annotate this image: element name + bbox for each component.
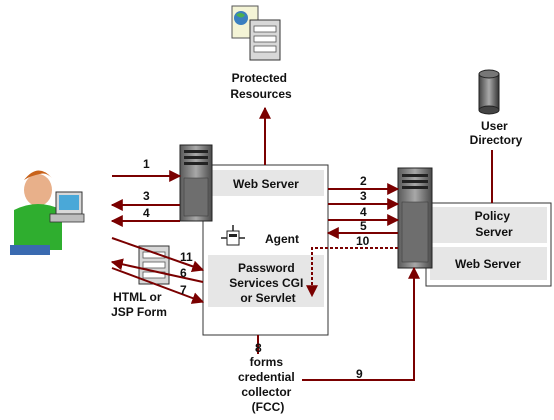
html-form-label-1: HTML or bbox=[113, 290, 162, 304]
policy-server-label-1: Policy bbox=[475, 209, 511, 223]
web-server-label-right: Web Server bbox=[455, 257, 521, 271]
step-5-label: 5 bbox=[360, 219, 367, 233]
step-8-label: 8 bbox=[255, 341, 262, 355]
protected-resources-label-1: Protected bbox=[232, 71, 287, 85]
svg-text:Password Services CGI: Password Services CGI or Servlet bbox=[229, 261, 306, 305]
arrow-step-6 bbox=[110, 258, 204, 283]
fcc-label-2: credential bbox=[238, 370, 295, 384]
svg-text:HTML or JSP Form: HTML or JSP Form bbox=[111, 290, 167, 319]
step-3-left-label: 3 bbox=[143, 189, 150, 203]
agent-icon bbox=[221, 225, 245, 246]
fcc-label-3: collector bbox=[241, 385, 291, 399]
step-4-left-label: 4 bbox=[143, 206, 150, 220]
step-4-right-label: 4 bbox=[360, 205, 367, 219]
svg-text:Policy Server: Policy Server bbox=[475, 209, 514, 239]
arrow-step-9 bbox=[302, 266, 420, 381]
password-services-label-1: Password bbox=[238, 261, 295, 275]
html-form-icon bbox=[138, 245, 170, 285]
web-server-tower-left bbox=[179, 144, 213, 222]
step-numbers: 1 3 4 2 3 4 5 10 11 6 7 8 9 bbox=[143, 157, 370, 381]
password-services-label-2: Services CGI bbox=[229, 276, 303, 290]
user-directory-label-1: User bbox=[481, 119, 508, 133]
step-6-label: 6 bbox=[180, 266, 187, 280]
svg-text:forms credential colle: forms credential collector (FCC) bbox=[238, 355, 298, 414]
user-at-computer-icon bbox=[10, 170, 85, 255]
protected-resources-icon bbox=[231, 5, 281, 61]
step-2-label: 2 bbox=[360, 174, 367, 188]
policy-server-tower bbox=[397, 167, 433, 269]
fcc-label-1: forms bbox=[250, 355, 284, 369]
web-server-label-left: Web Server bbox=[233, 177, 299, 191]
step-1-label: 1 bbox=[143, 157, 150, 171]
svg-text:User Directory: User Directory bbox=[470, 119, 523, 147]
arrow-step-11 bbox=[111, 237, 205, 273]
policy-server-panel bbox=[425, 202, 552, 287]
protected-resources-label-2: Resources bbox=[230, 87, 292, 101]
user-directory-label-2: Directory bbox=[470, 133, 523, 147]
flow-arrows bbox=[110, 106, 493, 381]
step-7-label: 7 bbox=[180, 283, 187, 297]
svg-text:Protected Resources: Protected Resources bbox=[230, 71, 292, 101]
arrow-step-10 bbox=[306, 247, 398, 298]
fcc-label-4: (FCC) bbox=[252, 400, 285, 414]
arrow-step-7 bbox=[111, 267, 205, 304]
policy-server-label-2: Server bbox=[475, 225, 513, 239]
html-form-label-2: JSP Form bbox=[111, 305, 167, 319]
step-10-label: 10 bbox=[356, 234, 370, 248]
password-services-label-3: or Servlet bbox=[240, 291, 295, 305]
step-11-label: 11 bbox=[180, 250, 193, 264]
web-server-panel bbox=[202, 164, 329, 336]
step-9-label: 9 bbox=[356, 367, 363, 381]
user-directory-icon bbox=[478, 69, 500, 115]
agent-label: Agent bbox=[265, 232, 299, 246]
step-3-right-label: 3 bbox=[360, 189, 367, 203]
